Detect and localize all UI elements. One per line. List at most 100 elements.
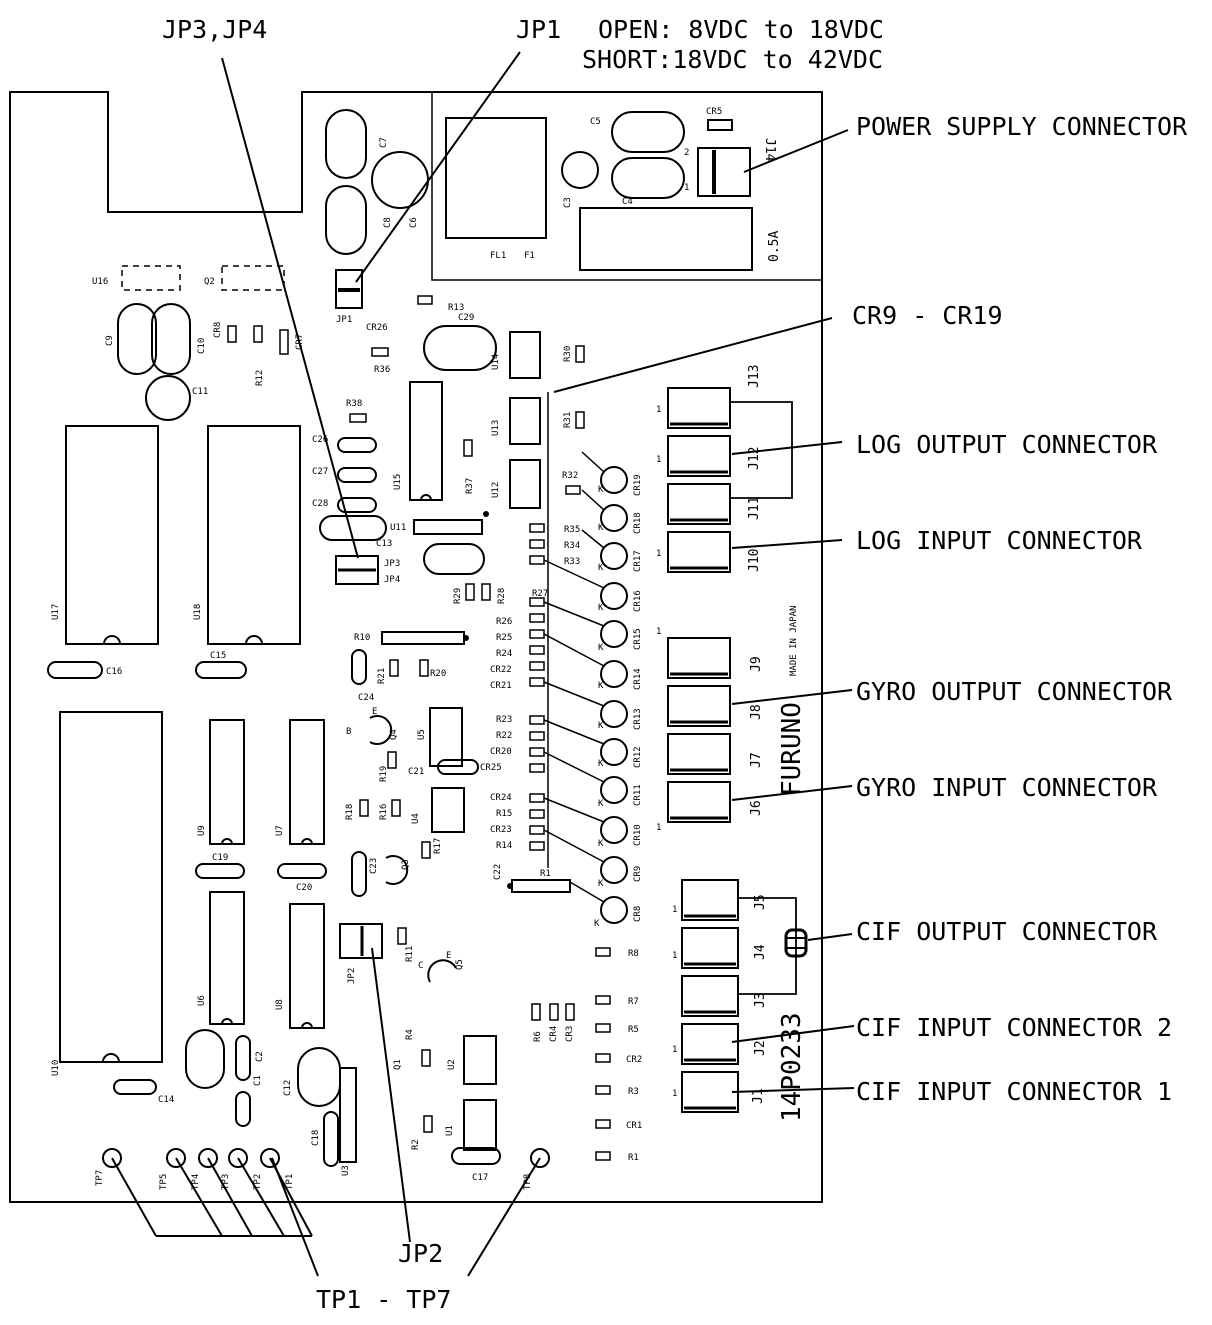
r13-label: R13 — [448, 303, 464, 313]
capacitor-c2 — [235, 1035, 251, 1081]
r24-label: R24 — [496, 649, 512, 659]
connector-j5 — [681, 879, 739, 921]
r36-label: R36 — [374, 365, 390, 375]
c22-label: C22 — [493, 864, 503, 880]
c6-label: C6 — [409, 217, 419, 228]
resistor-r21 — [389, 659, 399, 677]
resistor-r28 — [481, 583, 491, 601]
r15-label: R15 — [496, 809, 512, 819]
k-mark-2: K — [598, 523, 604, 533]
q5-label: Q5 — [455, 959, 465, 970]
c1-label: C1 — [253, 1075, 263, 1086]
capacitor-c15 — [195, 661, 247, 679]
capacitor-c3 — [561, 151, 599, 189]
fl1-label: FL1 — [490, 251, 506, 261]
resistor-r32 — [565, 485, 581, 495]
k-mark-10: K — [598, 839, 604, 849]
diode-array: R35 R34 R33 R32 R27 R26 R25 R24 CR22 CR2… — [480, 392, 643, 929]
r25-label: R25 — [496, 633, 512, 643]
k-mark-7: K — [598, 721, 604, 731]
capacitor-c13 — [413, 519, 483, 535]
cr15-label: CR15 — [633, 628, 643, 650]
part-number: 14P0233 — [777, 1012, 807, 1122]
r1-label: R1 — [628, 1153, 639, 1163]
cr16-label: CR16 — [633, 590, 643, 612]
resistor-r38 — [349, 413, 367, 423]
u6-label: U6 — [197, 995, 207, 1006]
tp7-label: TP7 — [95, 1170, 105, 1186]
r28-label: R28 — [497, 588, 507, 604]
cr19-label: CR19 — [633, 474, 643, 496]
capacitor-c9 — [117, 303, 157, 375]
r35-label: R35 — [564, 525, 580, 535]
u15-label: U15 — [393, 474, 403, 490]
resistor-r30 — [575, 345, 585, 363]
r14-label: R14 — [496, 841, 512, 851]
ic-u18 — [207, 425, 301, 645]
k-mark-6: K — [598, 681, 604, 691]
pin1-j12: 1 — [656, 455, 661, 465]
cr11-label: CR11 — [633, 784, 643, 806]
test-point-tp5 — [166, 1148, 186, 1168]
ferrite-bead — [784, 928, 808, 958]
capacitor-c29 — [423, 325, 497, 371]
connector-j2 — [681, 1023, 739, 1065]
c23-label: C23 — [369, 858, 379, 874]
j10-label: J10 — [747, 549, 762, 572]
tp1-label: TP1 — [285, 1174, 295, 1190]
k-mark-8: K — [598, 759, 604, 769]
c5-label: C5 — [590, 117, 601, 127]
r30-label: R30 — [563, 346, 573, 362]
r29-label: R29 — [453, 588, 463, 604]
u16-label: U16 — [92, 277, 108, 287]
resistor-r36 — [371, 347, 389, 357]
callout-cr9-cr19: CR9 - CR19 — [852, 301, 1003, 330]
r32-label: R32 — [562, 471, 578, 481]
ic-u8 — [289, 903, 325, 1029]
connector-j13 — [667, 387, 731, 429]
u14-label: U14 — [491, 354, 501, 370]
callout-labels: JP3,JP4 JP1 OPEN: 8VDC to 18VDC SHORT:18… — [162, 15, 1188, 1314]
c3-label: C3 — [563, 197, 573, 208]
f1-label: F1 — [524, 251, 535, 261]
u5-label: U5 — [417, 729, 427, 740]
capacitor-c20 — [277, 863, 327, 879]
r38-label: R38 — [346, 399, 362, 409]
q3-label: Q3 — [401, 859, 411, 870]
board-outline — [9, 91, 823, 1203]
c29-label: C29 — [458, 313, 474, 323]
ic-u15 — [409, 381, 443, 501]
tp8-label: TP8 — [523, 1174, 533, 1190]
r12-label: R12 — [255, 370, 265, 386]
u9-label: U9 — [197, 825, 207, 836]
u11-label: U11 — [390, 523, 406, 533]
j6-label: J6 — [749, 800, 764, 816]
made-in-japan: MADE IN JAPAN — [789, 606, 799, 676]
r23-label: R23 — [496, 715, 512, 725]
callout-jp3-jp4: JP3,JP4 — [162, 15, 267, 44]
c16-label: C16 — [106, 667, 122, 677]
j1-label: J1 — [751, 1088, 766, 1104]
resistor-stack — [529, 523, 545, 851]
fuse-rating: 0.5A — [767, 231, 782, 262]
cr13-label: CR13 — [633, 708, 643, 730]
transistor-q5 — [427, 959, 457, 983]
q5-e: E — [446, 951, 451, 961]
k-mark-4: K — [598, 603, 604, 613]
cr9-label: CR9 — [633, 866, 643, 882]
connector-j3 — [681, 975, 739, 1017]
r26-label: R26 — [496, 617, 512, 627]
mark-two: 2 — [684, 148, 689, 158]
cr5-label: CR5 — [706, 107, 722, 117]
pin1-j9: 1 — [656, 627, 661, 637]
r5-label: R5 — [628, 1025, 639, 1035]
capacitor-c28 — [337, 497, 377, 513]
u18-label: U18 — [193, 604, 203, 620]
j8-label: J8 — [749, 704, 764, 720]
resistor-r1-long — [511, 879, 571, 893]
callout-jp1-open: OPEN: 8VDC to 18VDC — [598, 15, 884, 44]
r8-label: R8 — [628, 949, 639, 959]
capacitor-c24 — [351, 649, 367, 685]
cr23-label: CR23 — [490, 825, 512, 835]
c18-label: C18 — [311, 1130, 321, 1146]
